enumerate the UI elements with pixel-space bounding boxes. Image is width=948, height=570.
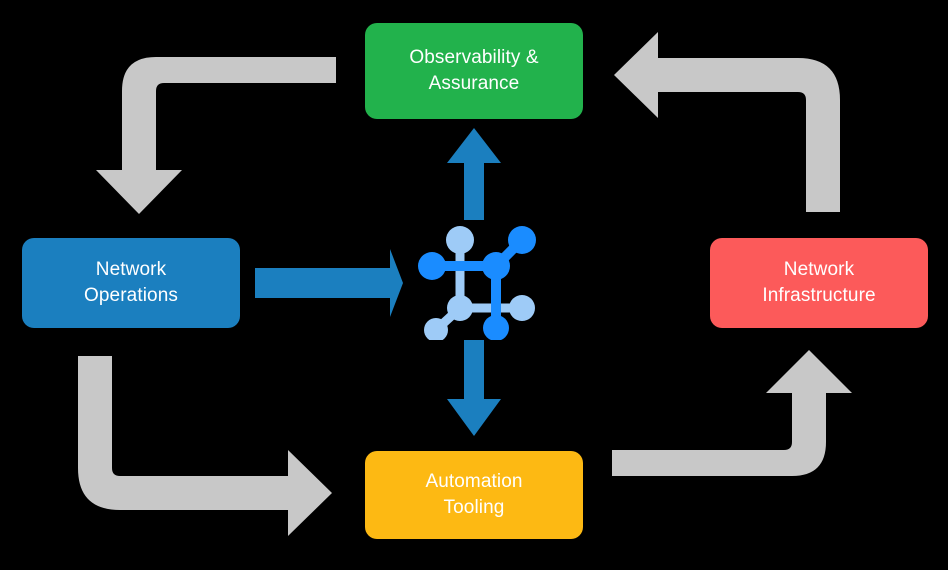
hub-arrow-right (255, 249, 403, 317)
network-topology-icon (418, 226, 536, 340)
hub-arrow-up (447, 128, 501, 220)
flow-arrow-automation-to-infrastructure (612, 350, 852, 476)
hub-arrow-down (447, 340, 501, 436)
node-box-observability[interactable]: Observability & Assurance (365, 23, 583, 119)
flow-arrow-infrastructure-to-observability (614, 32, 840, 212)
node-box-automation[interactable]: Automation Tooling (365, 451, 583, 539)
flow-arrow-operations-to-automation (78, 356, 332, 536)
node-box-operations[interactable]: Network Operations (22, 238, 240, 328)
node-box-infrastructure[interactable]: Network Infrastructure (710, 238, 928, 328)
flow-arrow-observability-to-operations (96, 57, 336, 214)
